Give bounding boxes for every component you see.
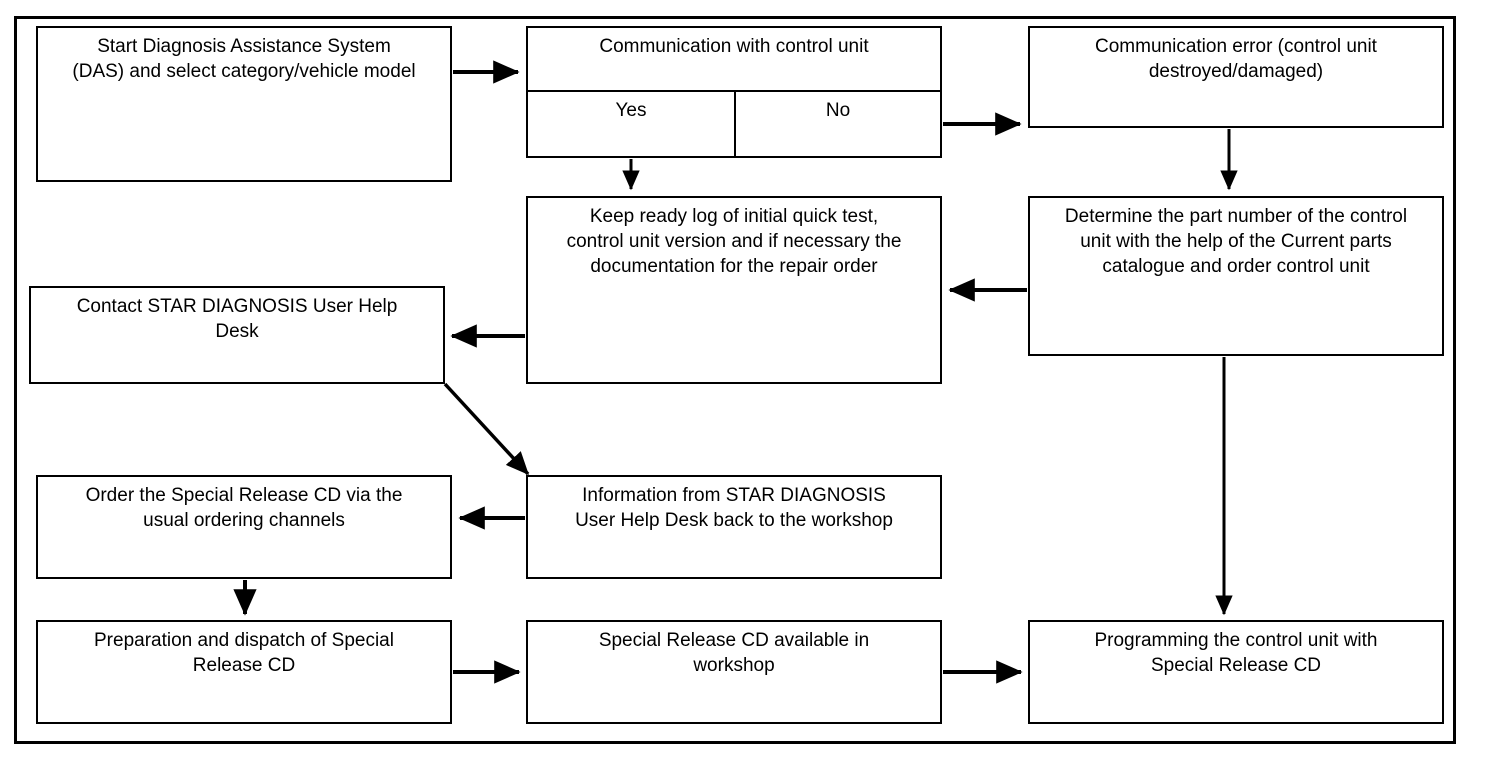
node-contact-help-desk[interactable]: Contact STAR DIAGNOSIS User Help Desk [29, 286, 445, 384]
node-keep-ready-log[interactable]: Keep ready log of initial quick test, co… [526, 196, 942, 384]
diagram-outer-frame [14, 16, 1456, 744]
node-programming-control-unit[interactable]: Programming the control unit with Specia… [1028, 620, 1444, 724]
node-programming-control-unit-label: Programming the control unit with Specia… [1094, 630, 1378, 676]
decision-option-yes[interactable]: Yes [528, 90, 734, 158]
node-determine-part-number-label: Determine the part number of the control… [1064, 206, 1408, 277]
node-communication-error[interactable]: Communication error (control unit destro… [1028, 26, 1444, 128]
node-order-special-release-cd[interactable]: Order the Special Release CD via the usu… [36, 475, 452, 579]
node-start-label: Start Diagnosis Assistance System (DAS) … [72, 36, 416, 82]
node-determine-part-number[interactable]: Determine the part number of the control… [1028, 196, 1444, 356]
node-communication[interactable]: Communication with control unit Yes No [526, 26, 942, 158]
node-information-back-to-workshop-label: Information from STAR DIAGNOSIS User Hel… [575, 485, 893, 531]
node-cd-available-workshop-label: Special Release CD available in workshop [598, 630, 870, 676]
decision-split-row: Yes No [528, 90, 940, 158]
node-communication-error-label: Communication error (control unit destro… [1095, 36, 1377, 82]
node-start[interactable]: Start Diagnosis Assistance System (DAS) … [36, 26, 452, 182]
node-information-back-to-workshop[interactable]: Information from STAR DIAGNOSIS User Hel… [526, 475, 942, 579]
node-keep-ready-log-label: Keep ready log of initial quick test, co… [566, 206, 902, 277]
decision-option-no[interactable]: No [734, 90, 940, 158]
node-cd-available-workshop[interactable]: Special Release CD available in workshop [526, 620, 942, 724]
node-communication-label: Communication with control unit [599, 36, 869, 57]
node-contact-help-desk-label: Contact STAR DIAGNOSIS User Help Desk [76, 296, 398, 342]
node-order-special-release-cd-label: Order the Special Release CD via the usu… [85, 485, 403, 531]
node-preparation-dispatch[interactable]: Preparation and dispatch of Special Rele… [36, 620, 452, 724]
node-preparation-dispatch-label: Preparation and dispatch of Special Rele… [94, 630, 394, 676]
